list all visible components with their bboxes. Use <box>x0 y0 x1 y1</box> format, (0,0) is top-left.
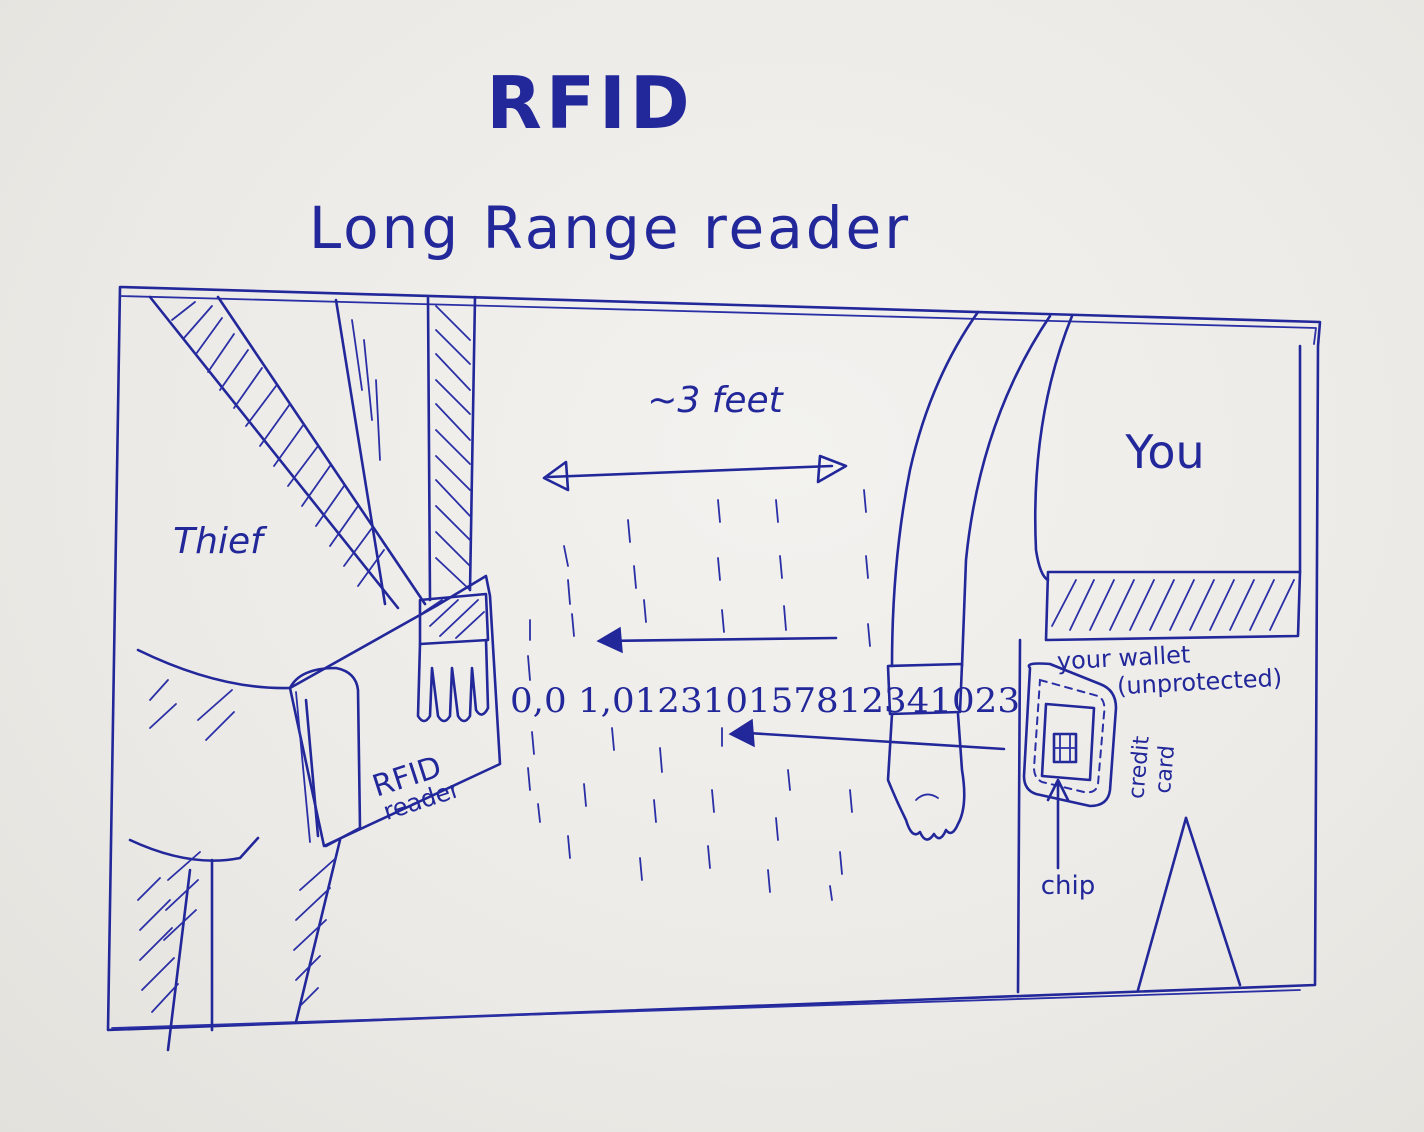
thief-figure <box>128 295 490 1052</box>
scene-frame <box>106 285 1322 1032</box>
data-stream-digits: 0,0 1,012310157812341023 <box>510 681 1020 721</box>
diagram-subtitle: Long Range reader <box>309 194 911 262</box>
credit-card <box>1040 702 1096 782</box>
wallet-label-line1: your wallet <box>1056 641 1191 676</box>
credit-card-label-line2: card <box>1151 744 1180 794</box>
chip-pointer <box>1046 778 1070 870</box>
thief-label: Thief <box>173 521 268 562</box>
chip-label: chip <box>1041 871 1096 901</box>
signal-arrow-lower <box>728 718 1006 751</box>
distance-label: ~3 feet <box>647 380 784 421</box>
signal-waves <box>527 489 871 901</box>
you-label: You <box>1124 425 1204 479</box>
you-figure <box>886 310 1302 994</box>
signal-arrow-upper <box>596 626 838 654</box>
distance-indicator: ~3 feet <box>542 380 848 492</box>
diagram-title: RFID <box>486 61 693 145</box>
credit-card-label-line1: credit <box>1124 735 1154 800</box>
wallet <box>1022 662 1118 808</box>
rfid-reader-device: RFID reader <box>288 574 502 848</box>
